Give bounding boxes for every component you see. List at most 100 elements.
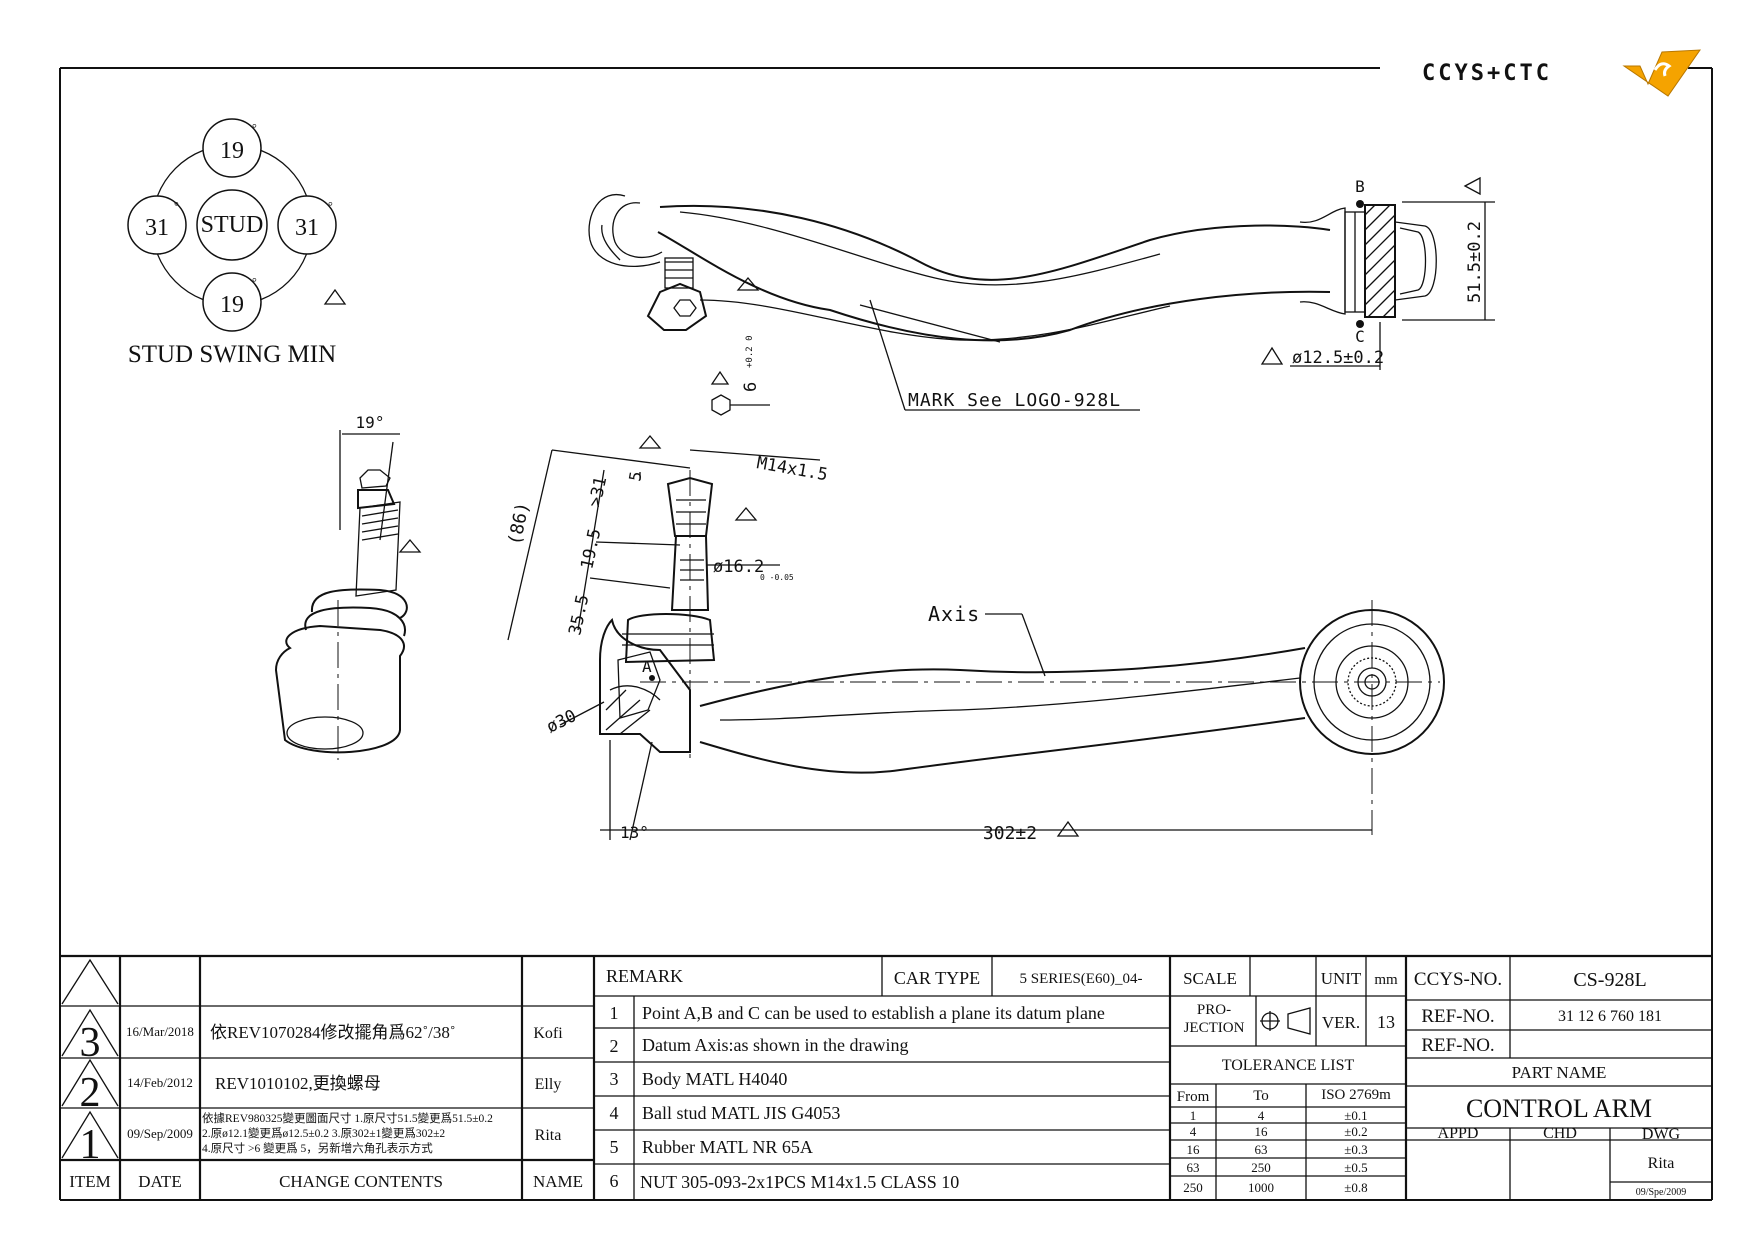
rev-name: Elly (535, 1076, 562, 1093)
svg-text:3: 3 (610, 1069, 619, 1089)
svg-text:From: From (1177, 1089, 1210, 1105)
dim-31: >31 (585, 475, 611, 509)
control-arm-front-view: A Axis (86) >31 19.5 35.5 5 M14x1.5 6 +0… (504, 335, 1445, 844)
ver-label: VER. (1322, 1013, 1360, 1032)
ball-stud-front (666, 476, 714, 611)
dim-86: (86) (504, 500, 534, 547)
svg-text:4: 4 (1258, 1108, 1265, 1123)
title-block (60, 954, 1712, 1200)
dim-302: 302±2 (983, 823, 1037, 844)
header-change: CHANGE CONTENTS (279, 1172, 443, 1191)
svg-text:ISO 2769m: ISO 2769m (1321, 1087, 1391, 1103)
rev-change: 依REV1070284修改擺角爲62˚/38˚ (210, 1023, 456, 1042)
dim-dia-16-2-tol: 0 -0.05 (760, 573, 794, 582)
control-arm-top-view: B C 51.5±0.2 ø12.5±0.2 MARK See LOGO-928… (588, 176, 1495, 411)
rev-change-line: 2.原ø12.1變更爲ø12.5±0.2 3.原302±1變更爲302±2 (202, 1126, 445, 1140)
dim-35-5: 35.5 (565, 593, 593, 637)
appd-label: APPD (1438, 1125, 1479, 1142)
svg-text:16: 16 (1187, 1142, 1201, 1157)
svg-text:JECTION: JECTION (1184, 1020, 1245, 1036)
swing-caption: STUD SWING MIN (128, 341, 336, 368)
rev-name: Rita (535, 1127, 562, 1144)
svg-text:63: 63 (1255, 1142, 1268, 1157)
svg-text:±0.1: ±0.1 (1344, 1108, 1367, 1123)
revision-triangle-icon (710, 370, 730, 385)
revision-triangle-1-icon (61, 1110, 119, 1159)
dim-dia-12-5: ø12.5±0.2 (1292, 348, 1384, 368)
third-angle-projection-icon (1255, 996, 1311, 1046)
ccys-no-label: CCYS-NO. (1414, 969, 1502, 990)
svg-text:6: 6 (610, 1171, 619, 1191)
rev-num-1: 1 (80, 1122, 101, 1168)
swing-top: 19 (220, 138, 244, 164)
remark-item: NUT 305-093-2x1PCS M14x1.5 CLASS 10 (640, 1172, 959, 1192)
svg-text:5: 5 (610, 1137, 619, 1157)
logo-mark-icon (1622, 49, 1701, 97)
svg-text:16: 16 (1255, 1124, 1269, 1139)
swing-center: STUD (201, 212, 264, 238)
svg-text:63: 63 (1187, 1160, 1200, 1175)
datum-triangle-icon (1463, 176, 1481, 196)
dim-5: 5 (625, 470, 645, 483)
dim-19-5: 19.5 (577, 527, 605, 571)
dwg-label: DWG (1642, 1126, 1681, 1143)
remark-item: Point A,B and C can be used to establish… (642, 1003, 1105, 1023)
point-c-label: C (1355, 327, 1365, 346)
stud-swing-diagram: 19 ° 19 ° 31 ° 31 ° STUD STUD SWING MIN (127, 118, 347, 368)
remarks-table: REMARK CAR TYPE 5 SERIES(E60)_04- 1 Poin… (606, 966, 1142, 1192)
unit-label: UNIT (1321, 969, 1362, 988)
svg-text:1000: 1000 (1248, 1180, 1274, 1195)
ball-stud-side-view: 19° (274, 413, 422, 760)
part-name-value: CONTROL ARM (1466, 1094, 1652, 1123)
revision-table: 16/Mar/2018 依REV1070284修改擺角爲62˚/38˚ Kofi… (69, 1023, 583, 1191)
ball-stud-top (646, 257, 708, 331)
angle-19: 19° (356, 413, 385, 432)
rev-change: REV1010102,更換螺母 (215, 1074, 381, 1093)
swing-left: 31 (145, 215, 169, 241)
svg-text:°: ° (328, 199, 333, 213)
svg-text:±0.3: ±0.3 (1344, 1142, 1367, 1157)
projection-label: PRO- (1197, 1002, 1231, 1018)
car-type-label: CAR TYPE (894, 968, 980, 988)
draw-date: 09/Spe/2009 (1636, 1187, 1687, 1198)
revision-triangle-2-icon (61, 1058, 119, 1107)
hatched-bushing (1364, 204, 1396, 318)
point-a-label: A (642, 657, 652, 676)
revision-triangle-icon (1260, 346, 1284, 365)
svg-text:1: 1 (1190, 1108, 1197, 1123)
hex-6-tol: +0.2 0 (745, 335, 755, 368)
rev-change-line: 依據REV980325變更圖面尺寸 1.原尺寸51.5變更爲51.5±0.2 (202, 1111, 493, 1125)
logo-text: CCYS+CTC (1422, 61, 1552, 86)
angle-13: 13° (620, 823, 649, 842)
car-type-value: 5 SERIES(E60)_04- (1020, 971, 1143, 987)
svg-text:To: To (1253, 1088, 1269, 1104)
chd-label: CHD (1543, 1125, 1577, 1142)
ref-no-2-label: REF-NO. (1421, 1035, 1494, 1056)
revision-triangle-icon (736, 276, 760, 291)
revision-triangle-icon (323, 288, 347, 305)
header-date: DATE (138, 1172, 181, 1191)
hex-6: 6 (741, 382, 761, 392)
ball-joint-housing (599, 613, 716, 753)
revision-triangle-3-icon (61, 1008, 119, 1057)
rev-date: 16/Mar/2018 (126, 1024, 194, 1039)
rev-num-3: 3 (80, 1020, 101, 1066)
ccys-no-value: CS-928L (1573, 969, 1646, 991)
ref-no-label: REF-NO. (1421, 1006, 1494, 1027)
svg-text:1: 1 (610, 1003, 619, 1023)
svg-text:°: ° (174, 199, 179, 213)
mark-note: MARK See LOGO-928L (908, 390, 1121, 411)
svg-text:±0.5: ±0.5 (1344, 1160, 1367, 1175)
rev-name: Kofi (533, 1025, 563, 1042)
svg-text:±0.8: ±0.8 (1344, 1180, 1367, 1195)
dim-51-5: 51.5±0.2 (1465, 221, 1485, 303)
axis-label: Axis (928, 602, 980, 626)
svg-text:250: 250 (1183, 1180, 1203, 1195)
remark-item: Body MATL H4040 (642, 1069, 787, 1089)
swing-bottom: 19 (220, 292, 244, 318)
rev-change-line: 4.原尺寸 >6 變更爲 5，另新增六角孔表示方式 (202, 1141, 433, 1155)
part-name-label: PART NAME (1512, 1063, 1607, 1082)
part-identification: CCYS-NO. CS-928L REF-NO. 31 12 6 760 181… (1414, 969, 1686, 1198)
dim-dia-30: ø30 (543, 706, 579, 737)
